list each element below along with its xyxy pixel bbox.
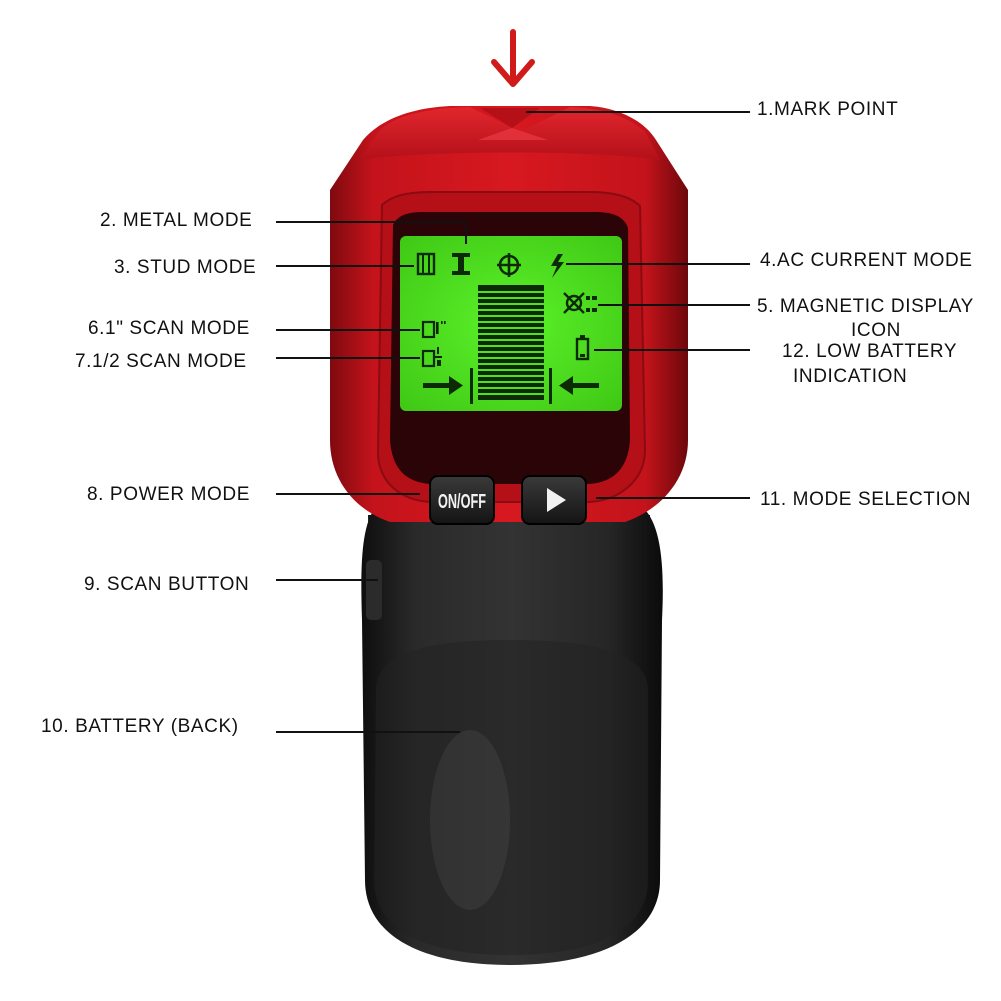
callout-scan-button: 9. SCAN BUTTON — [84, 574, 250, 595]
lcd-screen — [400, 236, 622, 411]
stud-icon — [416, 252, 436, 276]
mode-selection-button[interactable] — [521, 475, 587, 525]
magnet-icon — [563, 292, 597, 314]
mark-arrow-icon — [491, 29, 535, 87]
scan-half-icon — [421, 347, 442, 368]
callout-half-scan-mode: 7.1/2 SCAN MODE — [75, 351, 247, 372]
leader-lines — [276, 111, 750, 733]
callout-power-mode: 8. POWER MODE — [87, 484, 250, 505]
ac-lightning-icon — [551, 254, 564, 278]
arrow-right-icon — [423, 376, 463, 395]
metal-icon — [452, 253, 470, 275]
arrow-left-icon — [559, 376, 599, 395]
battery-icon — [575, 335, 590, 361]
callout-1in-scan-mode: 6.1" SCAN MODE — [88, 318, 250, 339]
signal-bar-graph — [470, 285, 552, 404]
callout-low-battery-line1: 12. LOW BATTERY — [782, 341, 958, 362]
callout-battery-back: 10. BATTERY (BACK) — [41, 716, 239, 737]
target-icon — [497, 253, 521, 277]
callout-ac-current-mode: 4.AC CURRENT MODE — [760, 250, 973, 271]
callout-mode-selection: 11. MODE SELECTION — [760, 489, 972, 510]
callout-stud-mode: 3. STUD MODE — [114, 257, 257, 278]
scan-button[interactable] — [366, 560, 382, 620]
callout-metal-mode: 2. METAL MODE — [100, 210, 253, 231]
power-button[interactable]: ON/OFF — [429, 475, 495, 525]
callout-mark-point: 1.MARK POINT — [757, 99, 899, 120]
callout-magnetic-display-line2: ICON — [851, 320, 901, 341]
scan-1in-icon — [421, 320, 446, 339]
power-button-label: ON/OFF — [438, 491, 486, 513]
play-icon — [547, 488, 566, 512]
callout-magnetic-display-line1: 5. MAGNETIC DISPLAY — [757, 296, 974, 317]
callout-low-battery-line2: INDICATION — [793, 366, 908, 387]
grip-body — [361, 505, 663, 965]
